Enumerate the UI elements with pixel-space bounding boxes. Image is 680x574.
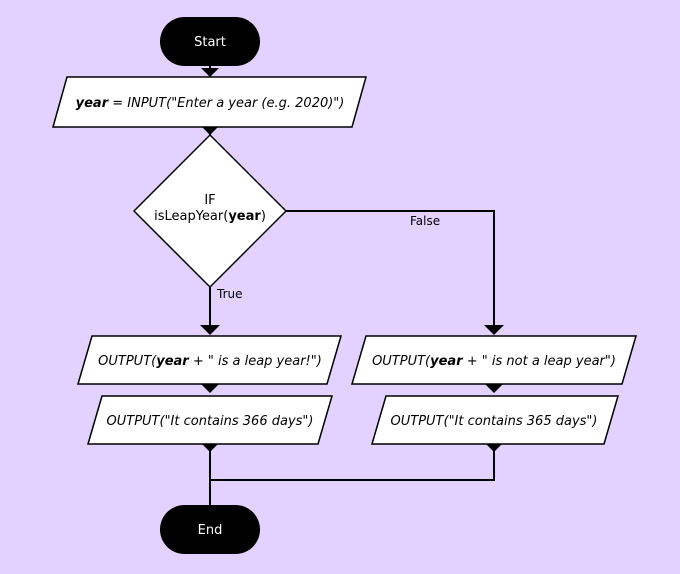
- start-label: Start: [194, 35, 226, 50]
- arrowhead-notleap-days: [486, 444, 502, 452]
- input-box: [52, 76, 367, 128]
- arrowhead-false: [484, 325, 504, 335]
- decision-line2: isLeapYear(year): [154, 209, 266, 224]
- edge-false-branch: [286, 210, 495, 326]
- edge-right-merge: [210, 444, 495, 481]
- arrowhead-leap-days: [202, 444, 218, 452]
- output-leap-label: OUTPUT(year + " is a leap year!"): [98, 354, 322, 369]
- decision-line1: IF: [204, 193, 215, 208]
- output-not-leap-days-box: [371, 395, 619, 445]
- start-terminal: [160, 17, 260, 66]
- arrowhead-notleap: [485, 384, 503, 393]
- output-not-leap-box: [351, 335, 637, 385]
- arrowhead-start: [201, 68, 219, 77]
- arrowhead-true: [200, 325, 220, 335]
- output-not-leap-days-label: OUTPUT("It contains 365 days"): [391, 414, 598, 429]
- input-label: year = INPUT("Enter a year (e.g. 2020)"): [76, 96, 345, 111]
- output-leap-box: [77, 335, 342, 385]
- output-not-leap-label: OUTPUT(year + " is not a leap year"): [372, 354, 616, 369]
- decision-diamond: [132, 133, 288, 289]
- false-label: False: [410, 214, 440, 228]
- output-leap-days-label: OUTPUT("It contains 366 days"): [107, 414, 314, 429]
- arrowhead-input: [201, 126, 219, 135]
- output-leap-days-box: [87, 395, 333, 445]
- arrowhead-leap: [201, 384, 219, 393]
- true-label: True: [216, 287, 243, 301]
- arrowheads: [200, 68, 504, 452]
- end-terminal: [160, 505, 260, 554]
- end-label: End: [198, 523, 223, 538]
